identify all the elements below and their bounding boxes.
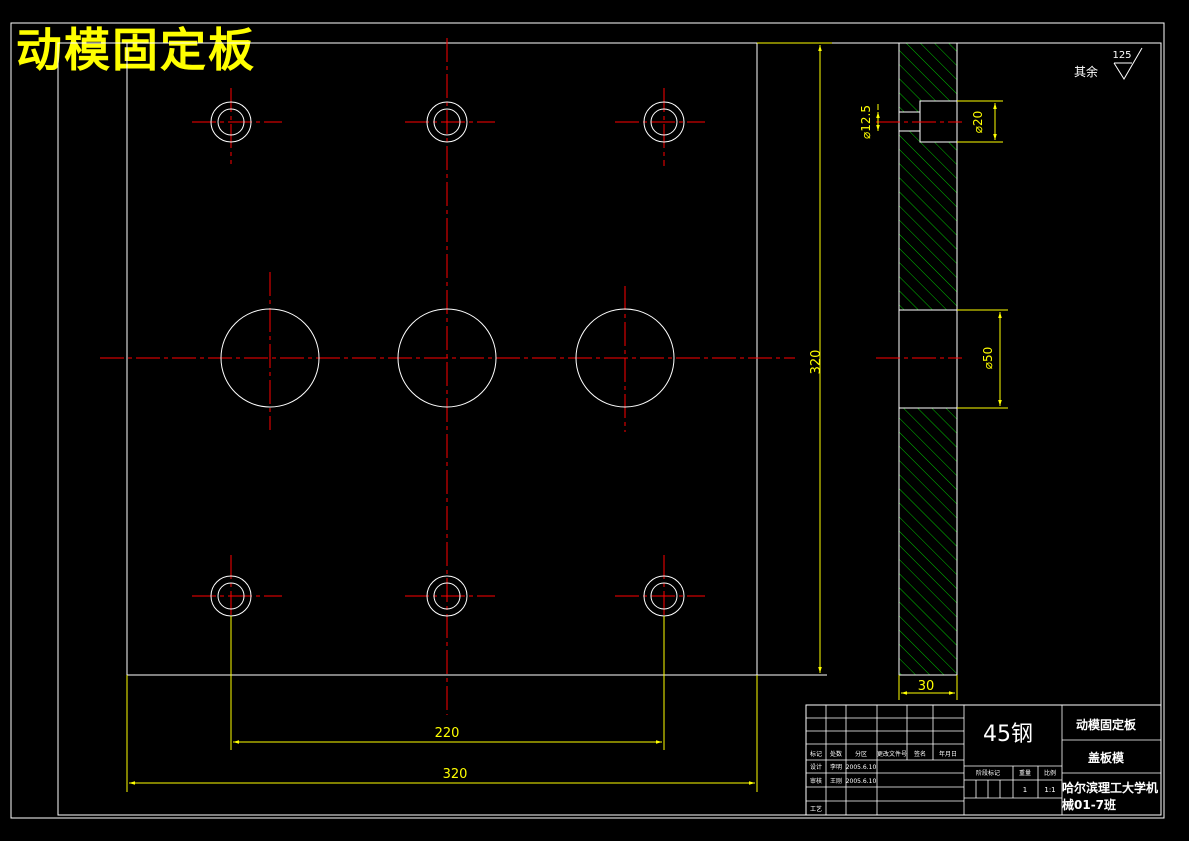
front-dimensions xyxy=(126,42,832,792)
section-hatch-bottom xyxy=(898,407,958,676)
row-label-review: 审核 xyxy=(810,777,822,785)
large-hole-center xyxy=(397,308,497,408)
roughness-symbol: 其余 125 xyxy=(1074,47,1143,80)
dim-height-320: 320 xyxy=(809,350,824,375)
front-view: 320 220 320 xyxy=(100,38,832,792)
part-name-label: 动模固定板 xyxy=(1076,717,1137,732)
col-label-count: 处数 xyxy=(830,750,842,758)
dim-thickness-30: 30 xyxy=(918,679,935,694)
large-hole-left xyxy=(220,308,320,408)
designer-name: 李明 xyxy=(830,763,842,771)
weight-label: 重量 xyxy=(1019,769,1031,777)
material-label: 45钢 xyxy=(983,722,1033,747)
row-label-design: 设计 xyxy=(810,763,822,771)
scale-label: 比例 xyxy=(1044,769,1056,777)
drawing-title: 动模固定板 xyxy=(16,23,256,77)
dim-pitch-220: 220 xyxy=(435,726,460,741)
section-hatch-top xyxy=(898,42,958,311)
drawing-type-label: 盖板模 xyxy=(1088,750,1125,765)
sheet-inner-border xyxy=(57,42,1162,816)
col-label-signature: 签名 xyxy=(914,750,926,758)
row-label-process: 工艺 xyxy=(810,805,822,813)
row-label-mark: 标记 xyxy=(810,750,822,758)
dim-dia-20: ⌀20 xyxy=(971,111,985,134)
large-hole-right xyxy=(575,308,675,408)
dim-dia-12-5: ⌀12.5 xyxy=(859,105,873,139)
roughness-label: 其余 xyxy=(1074,64,1098,79)
design-date: 2005.6.10 xyxy=(846,764,877,771)
school-line-1: 哈尔滨理工大学机 xyxy=(1062,780,1158,795)
side-dimensions xyxy=(876,100,1008,700)
title-block: 45钢 动模固定板 盖板模 哈尔滨理工大学机 械01-7班 标记 设计 审核 工… xyxy=(805,704,1162,816)
school-line-2: 械01-7班 xyxy=(1062,797,1116,812)
dim-dia-50: ⌀50 xyxy=(981,347,995,370)
scale-value: 1:1 xyxy=(1044,786,1055,794)
roughness-value: 125 xyxy=(1112,50,1131,61)
review-date: 2005.6.10 xyxy=(846,778,877,785)
sheet-outer-border xyxy=(10,22,1165,819)
roughness-check-icon xyxy=(1113,47,1143,80)
col-label-change-doc: 更改文件号 xyxy=(877,750,907,758)
centerlines xyxy=(100,38,795,715)
col-label-date: 年月日 xyxy=(939,750,957,758)
dim-width-320: 320 xyxy=(443,767,468,782)
reviewer-name: 王刚 xyxy=(830,777,842,785)
side-section-view: ⌀20 ⌀12.5 ⌀50 30 xyxy=(859,42,1008,700)
quantity-value: 1 xyxy=(1023,786,1027,794)
stage-mark-label: 阶段标记 xyxy=(976,769,1000,777)
col-label-zone: 分区 xyxy=(855,750,867,758)
small-holes xyxy=(210,101,685,617)
